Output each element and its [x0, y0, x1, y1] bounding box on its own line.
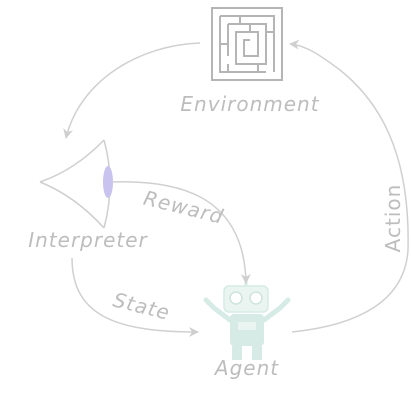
environment-label: Environment [180, 92, 319, 116]
maze-icon [211, 7, 283, 81]
action-label: Action [381, 184, 405, 253]
reward-arrow [111, 181, 251, 284]
agent-label: Agent [213, 356, 279, 380]
reward-label: Reward [141, 186, 226, 229]
action-arrow [289, 39, 409, 333]
environment-to-interpreter-arrow [63, 42, 201, 139]
robot-icon [203, 278, 291, 360]
eye-icon [39, 139, 113, 229]
state-arrow [71, 257, 199, 337]
state-label: State [111, 288, 173, 325]
interpreter-label: Interpreter [28, 228, 148, 252]
